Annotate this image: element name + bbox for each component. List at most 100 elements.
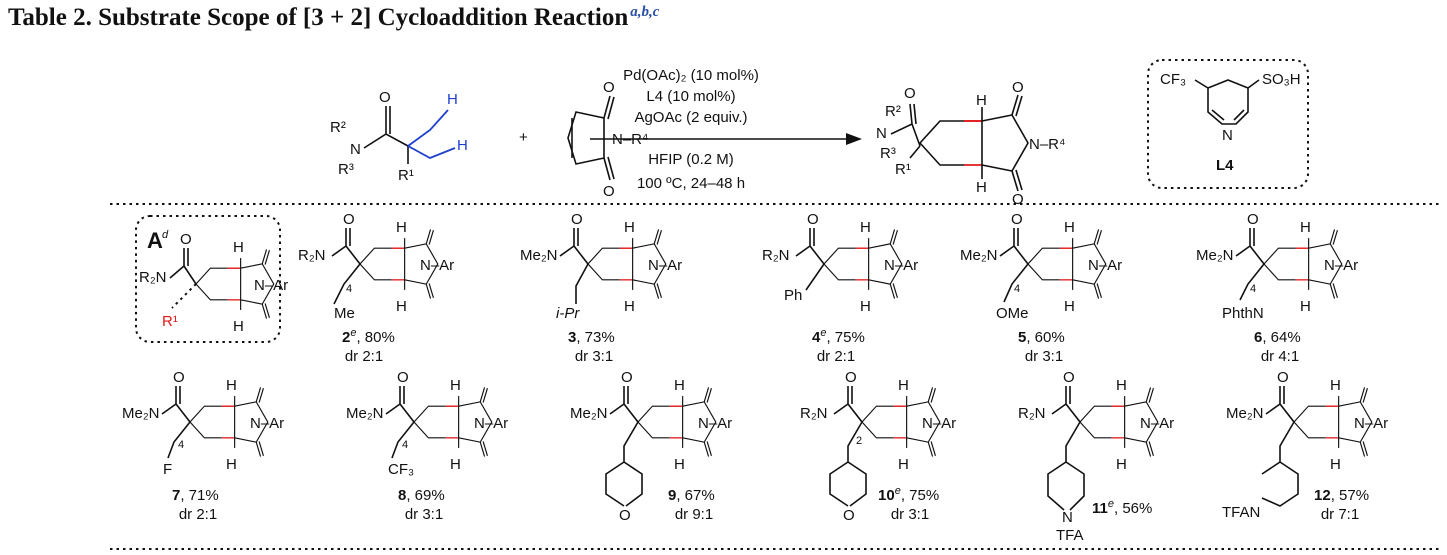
svg-text:H: H	[1116, 456, 1127, 473]
svg-text:H: H	[624, 298, 635, 315]
compound-8-sub: CF₃	[388, 461, 414, 478]
compound-7-label: 7, 71%	[172, 487, 219, 504]
reactant-n: N	[350, 141, 361, 158]
svg-text:4: 4	[178, 439, 184, 451]
compound-4-label: 4e, 75%	[812, 327, 865, 346]
svg-text:H: H	[674, 377, 685, 394]
reactant-r3: R³	[338, 161, 354, 178]
product-r1: R¹	[895, 161, 911, 178]
compound-5-amide: Me₂N	[960, 247, 998, 264]
compound-4-dr: dr 2:1	[817, 348, 855, 365]
svg-text:H: H	[674, 456, 685, 473]
condition-5: 100 ºC, 24–48 h	[637, 175, 745, 192]
svg-text:H: H	[898, 456, 909, 473]
svg-text:N–Ar: N–Ar	[1354, 415, 1388, 432]
svg-text:N–Ar: N–Ar	[922, 415, 956, 432]
svg-text:4: 4	[346, 283, 352, 295]
compound-5: Me₂N O 4 OMe H H N–Ar 5, 60% dr 3:1	[960, 211, 1122, 365]
svg-text:O: O	[845, 369, 857, 386]
compound-9-amide: Me₂N	[570, 405, 608, 422]
ligand-so3h: SO₃H	[1262, 71, 1301, 88]
compound-12-dr: dr 7:1	[1321, 506, 1359, 523]
template-h2: H	[233, 318, 244, 335]
product-o1: O	[1012, 79, 1024, 96]
compound-6-dr: dr 4:1	[1261, 348, 1299, 365]
svg-text:N–Ar: N–Ar	[420, 257, 454, 274]
template-sup: d	[162, 229, 169, 241]
compound-2: R₂N O 4 Me H H N–Ar 2e, 80% dr 2:1	[298, 211, 454, 365]
product-h1: H	[976, 92, 987, 109]
compound-9-label: 9, 67%	[668, 487, 715, 504]
ligand-cf3: CF₃	[1160, 71, 1186, 88]
compound-3-dr: dr 3:1	[575, 348, 613, 365]
svg-text:4: 4	[1014, 283, 1020, 295]
compound-11-amide: R₂N	[1018, 405, 1046, 422]
svg-text:H: H	[450, 377, 461, 394]
svg-text:H: H	[624, 219, 635, 236]
ligand-l4-box: CF₃ SO₃H N L4	[1147, 59, 1309, 189]
reactant-r2: R²	[330, 119, 346, 136]
compound-9-sub: O	[619, 507, 631, 524]
compound-11-n: N	[1062, 509, 1073, 526]
ligand-n: N	[1222, 127, 1233, 144]
compound-11-sub: TFA	[1056, 527, 1084, 544]
svg-text:O: O	[1063, 369, 1075, 386]
condition-1: Pd(OAc)₂ (10 mol%)	[623, 67, 759, 84]
caption-footnotes: a,b,c	[630, 4, 660, 20]
svg-text:O: O	[807, 211, 819, 228]
condition-3: AgOAc (2 equiv.)	[634, 109, 747, 126]
compound-3-sub: i-Pr	[556, 305, 580, 322]
svg-text:N–Ar: N–Ar	[884, 257, 918, 274]
svg-text:O: O	[1277, 369, 1289, 386]
svg-text:N–Ar: N–Ar	[1140, 415, 1174, 432]
reactant-o: O	[379, 89, 391, 106]
product-nr4: N–R⁴	[1029, 136, 1065, 153]
compound-12-amide: Me₂N	[1226, 405, 1264, 422]
svg-text:H: H	[860, 219, 871, 236]
reaction-conditions: Pd(OAc)₂ (10 mol%) L4 (10 mol%) AgOAc (2…	[590, 67, 862, 192]
template-o: O	[180, 231, 192, 248]
svg-text:H: H	[1116, 377, 1127, 394]
compound-10-label: 10e, 75%	[878, 485, 939, 504]
compound-9-dr: dr 9:1	[675, 506, 713, 523]
compound-8-amide: Me₂N	[346, 405, 384, 422]
compound-12-sub: TFAN	[1222, 504, 1260, 521]
compound-2-sub: Me	[334, 305, 355, 322]
svg-text:O: O	[1011, 211, 1023, 228]
compound-8-dr: dr 3:1	[405, 506, 443, 523]
svg-text:O: O	[571, 211, 583, 228]
compound-9: Me₂N O O H H N–Ar 9, 67% dr 9:1	[570, 369, 732, 524]
compound-11: R₂N O N TFA H H N–Ar 11e, 56%	[1018, 369, 1174, 544]
template-nar: N–Ar	[254, 277, 288, 294]
svg-text:H: H	[396, 219, 407, 236]
compound-7-sub: F	[163, 461, 172, 478]
compound-4: R₂N O Ph H H N–Ar 4e, 75% dr 2:1	[762, 211, 918, 365]
condition-2: L4 (10 mol%)	[646, 88, 735, 105]
template-h1: H	[233, 239, 244, 256]
svg-text:H: H	[898, 377, 909, 394]
maleimide-o2: O	[603, 183, 615, 200]
compound-7: Me₂N O 4 F H H N–Ar 7, 71% dr 2:1	[122, 369, 284, 523]
compound-10-sub: O	[843, 507, 855, 524]
svg-text:H: H	[1064, 298, 1075, 315]
svg-text:H: H	[1300, 219, 1311, 236]
product-o: O	[904, 85, 916, 102]
product-r3: R³	[880, 145, 896, 162]
svg-text:H: H	[1300, 298, 1311, 315]
svg-text:H: H	[396, 298, 407, 315]
ligand-label: L4	[1216, 157, 1234, 174]
svg-text:O: O	[1247, 211, 1259, 228]
svg-text:H: H	[226, 456, 237, 473]
compound-2-label: 2e, 80%	[342, 327, 395, 346]
compound-6-label: 6, 64%	[1254, 329, 1301, 346]
svg-text:O: O	[343, 211, 355, 228]
compound-3-amide: Me₂N	[520, 247, 558, 264]
reactant-h1: H	[447, 91, 458, 108]
compound-3-label: 3, 73%	[568, 329, 615, 346]
compound-12: Me₂N O TFAN H H N–Ar 12, 57% dr 7:1	[1222, 369, 1388, 523]
svg-text:H: H	[450, 456, 461, 473]
compound-4-sub: Ph	[784, 287, 802, 304]
svg-text:H: H	[1064, 219, 1075, 236]
compound-5-dr: dr 3:1	[1025, 348, 1063, 365]
svg-text:N–Ar: N–Ar	[250, 415, 284, 432]
